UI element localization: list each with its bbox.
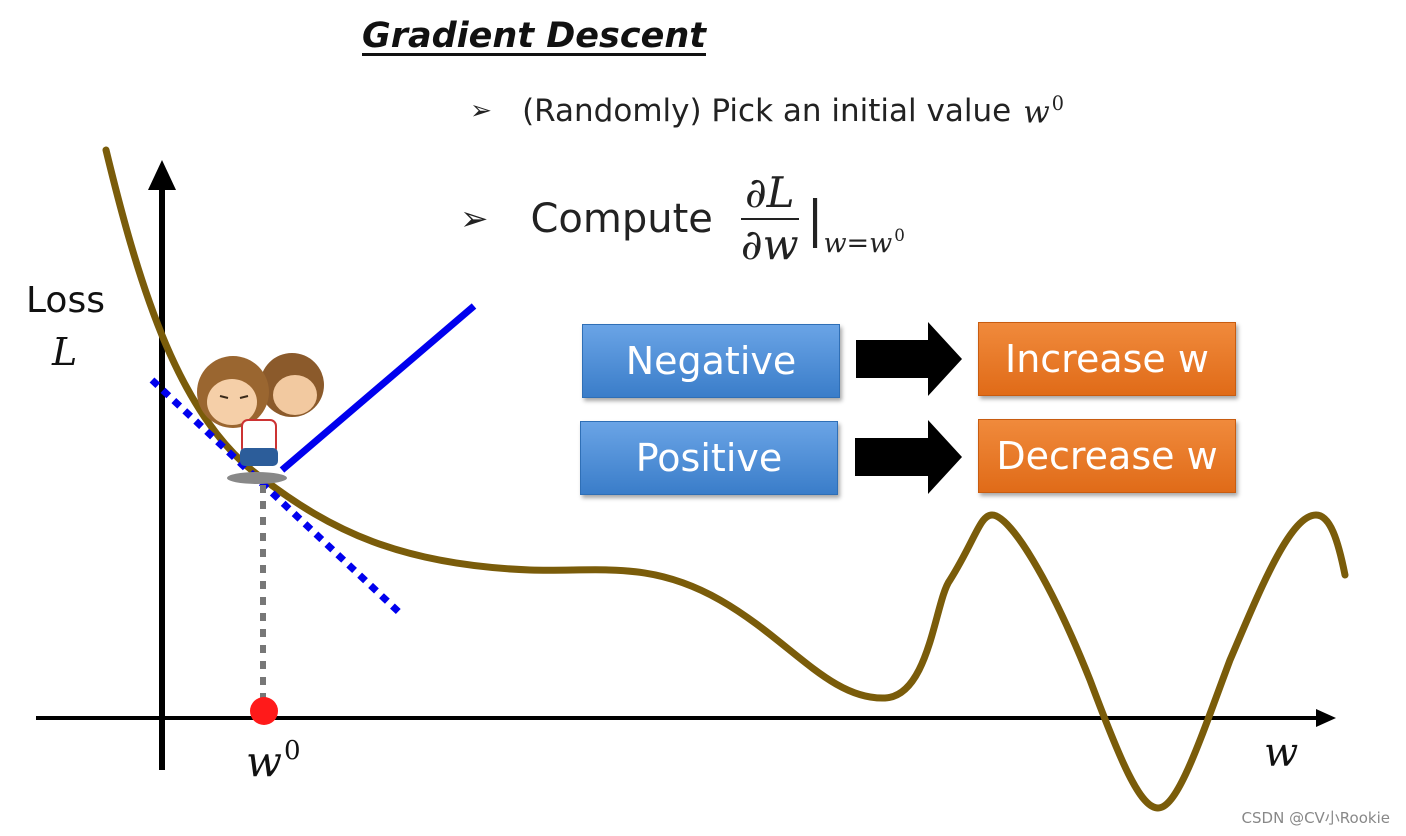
y-axis-label-loss: Loss [26, 280, 105, 321]
watermark: CSDN @CV小Rookie [1241, 809, 1390, 827]
increase-w-box: Increase w [978, 322, 1236, 396]
initial-point-label: w0 [246, 736, 301, 786]
black-arrow-icon [855, 420, 962, 494]
positive-box: Positive [580, 421, 838, 495]
evaluation-bar: | [806, 190, 824, 249]
bullet-compute-text: Compute [530, 196, 713, 243]
arrow-bullet-icon: ➢ [470, 96, 493, 127]
decrease-w-box: Decrease w [978, 419, 1236, 493]
y-axis-label-l: L [52, 330, 78, 374]
x-axis-arrowhead [1316, 709, 1336, 727]
slide-title: Gradient Descent [362, 16, 706, 56]
arrow-bullet-icon: ➢ [460, 199, 489, 240]
initial-point [250, 697, 278, 725]
derivative-numerator: ∂L [740, 169, 799, 221]
loss-curve [102, 146, 1349, 812]
derivative-denominator: ∂w [740, 220, 799, 270]
tangent-dotted-line [149, 377, 405, 618]
bullet-pick-sup: 0 [1051, 92, 1064, 115]
derivative-fraction: ∂L ∂w [740, 169, 799, 270]
y-axis-arrowhead [148, 160, 176, 190]
black-arrow-icon [856, 322, 962, 396]
bullet-pick-var: w [1023, 94, 1050, 131]
monkey-icon [197, 353, 324, 484]
blue-solid-line [279, 303, 477, 473]
negative-box: Negative [582, 324, 840, 398]
x-axis-label-w: w [1264, 730, 1299, 776]
bullet-pick-text: (Randomly) Pick an initial value [522, 93, 1012, 130]
